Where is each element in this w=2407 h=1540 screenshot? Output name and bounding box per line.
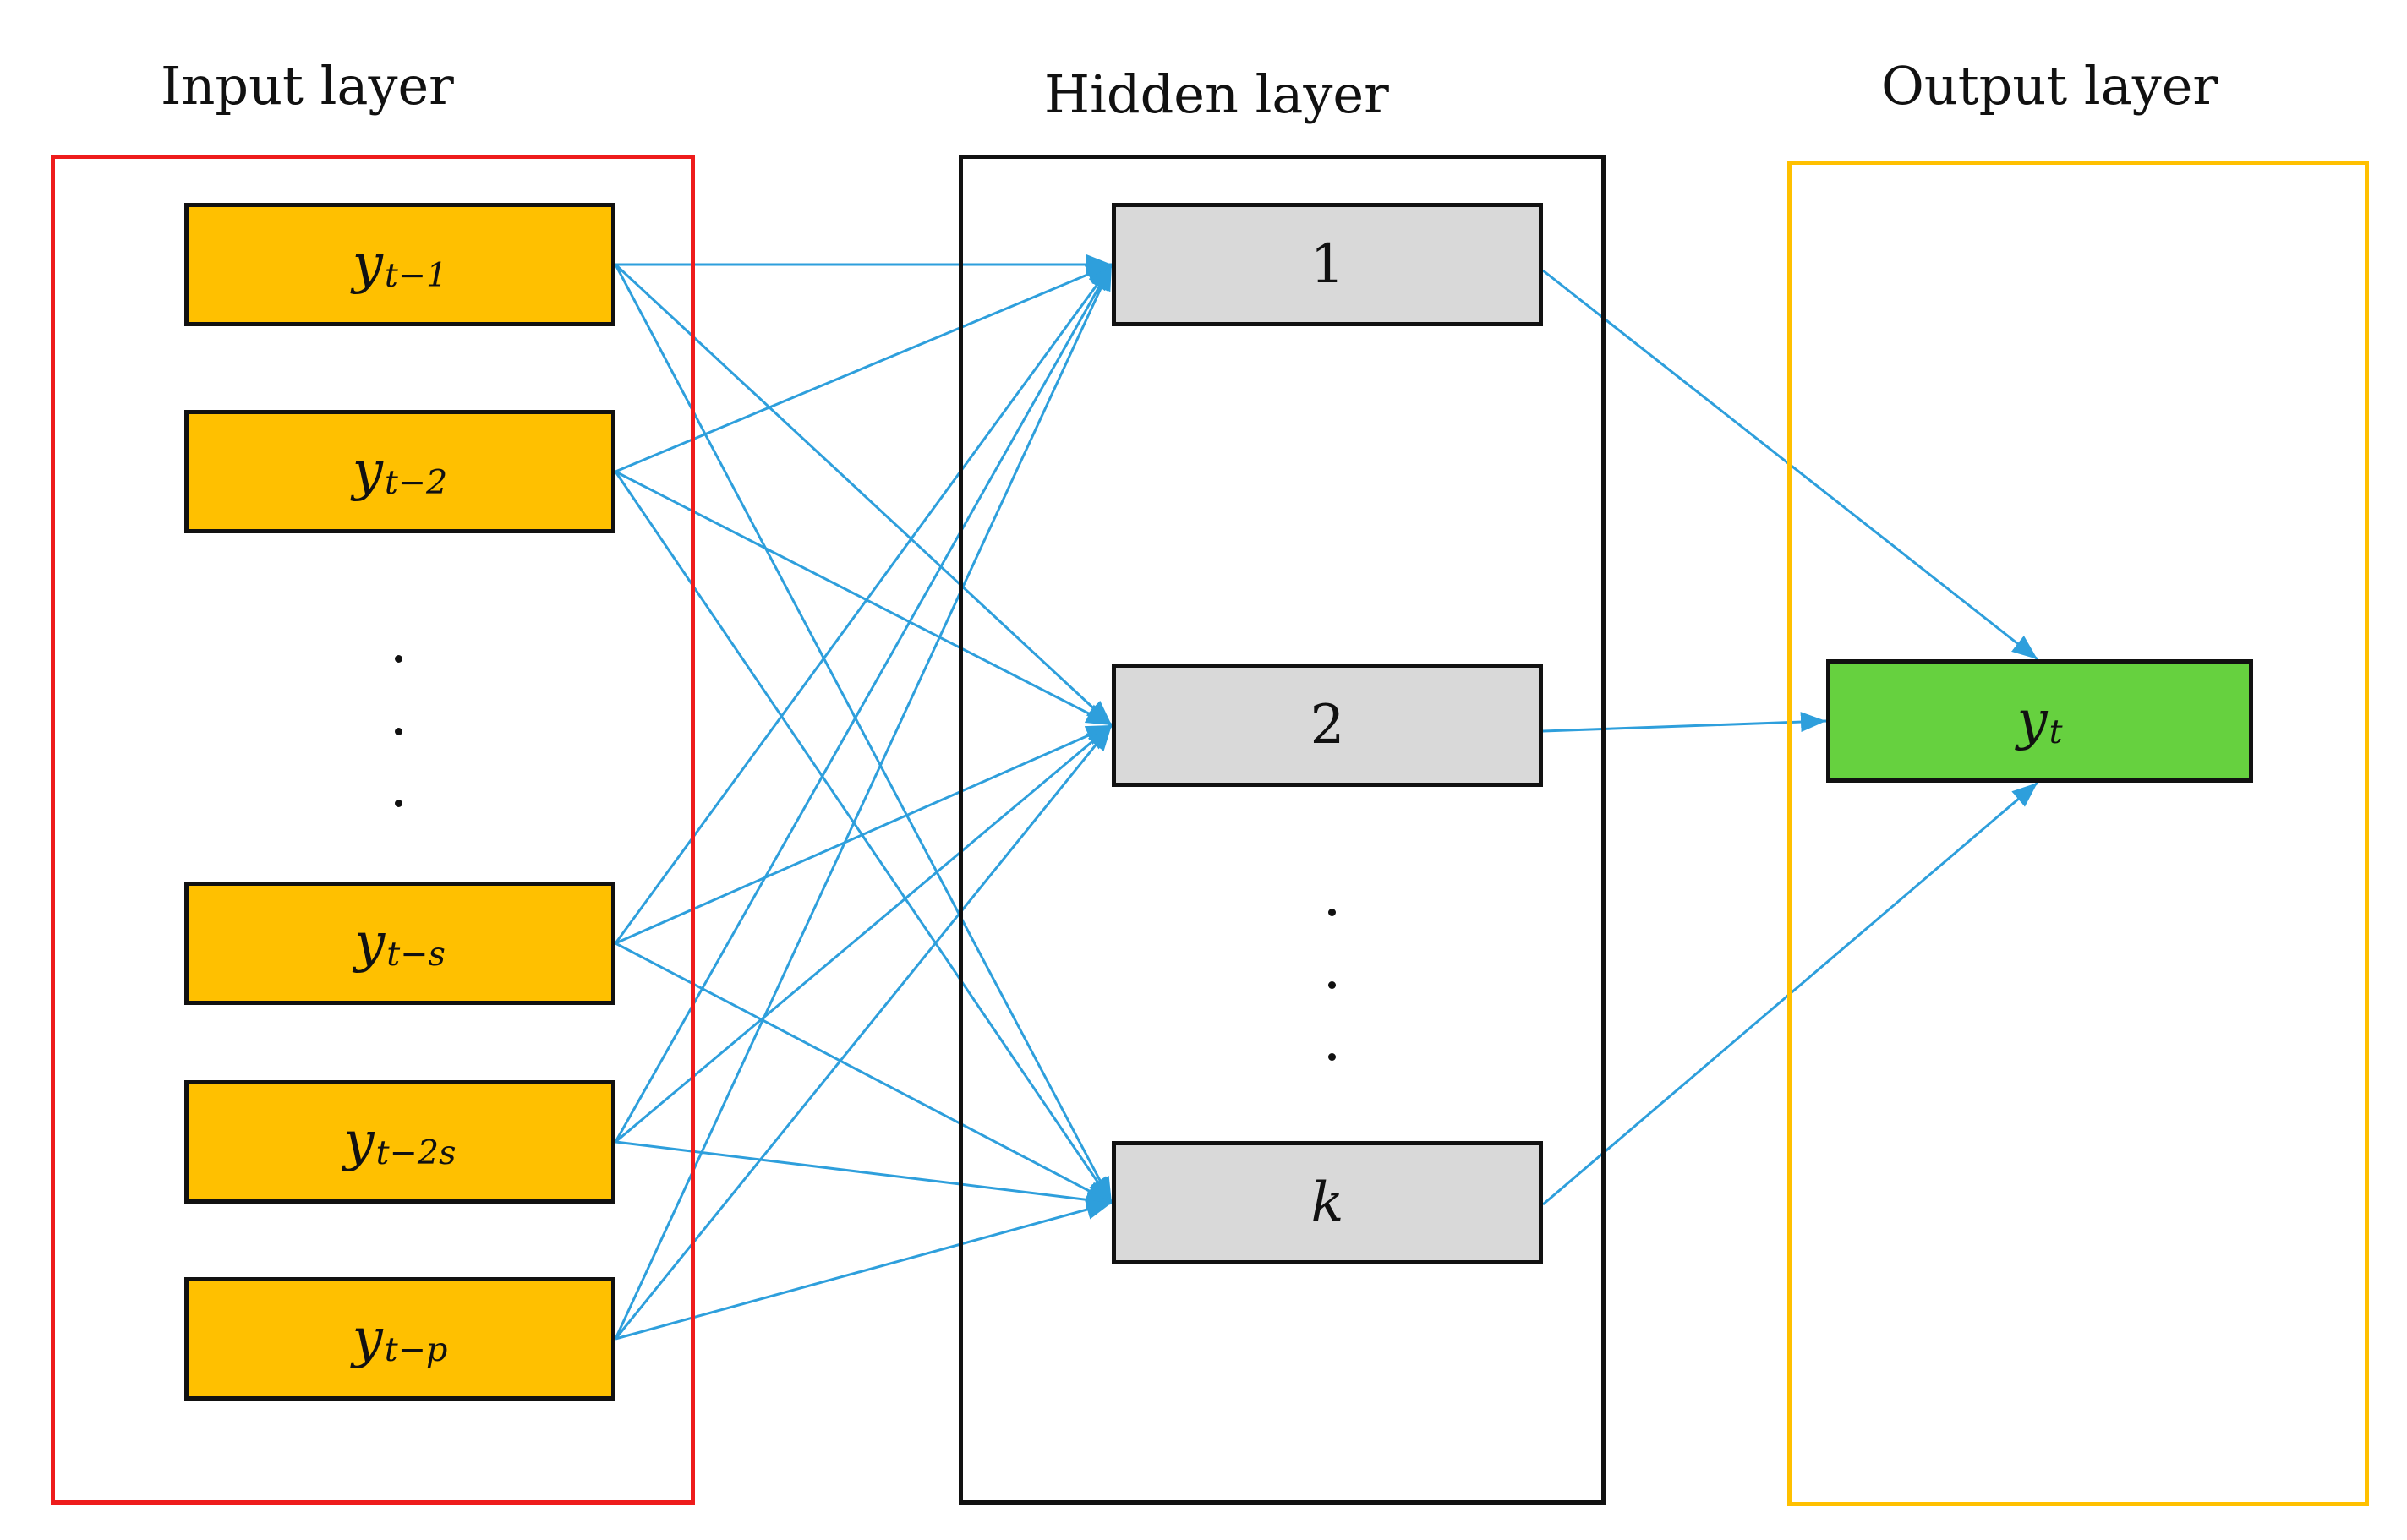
hidden-layer-frame: [959, 155, 1606, 1505]
edge-input-0-to-hidden-2: [614, 264, 1113, 1204]
output-layer-title: Output layer: [1881, 55, 2218, 117]
input-ellipsis: [386, 655, 411, 807]
edge-input-0-to-hidden-1: [614, 263, 1113, 727]
edge-input-1-to-hidden-2: [614, 471, 1113, 1204]
input-node-base: y: [343, 1111, 375, 1173]
edge-input-3-to-hidden-0: [614, 264, 1113, 1143]
ellipsis-dot: [394, 655, 402, 663]
ellipsis-dot: [1327, 1053, 1336, 1061]
input-layer-frame: [51, 155, 695, 1505]
ellipsis-dot: [394, 800, 402, 807]
input-node-base: y: [352, 440, 383, 503]
output-node-subscript: t: [2049, 712, 2063, 751]
output-node-base: y: [2016, 690, 2048, 752]
hidden-node-label: 1: [1310, 233, 1345, 296]
input-node-subscript: t−s: [386, 934, 446, 974]
input-node-base: y: [354, 912, 386, 975]
edge-hidden-1-to-output: [1542, 712, 1827, 733]
hidden-layer-title: Hidden layer: [1044, 63, 1389, 125]
input-node-subscript: t−1: [384, 255, 448, 295]
ellipsis-dot: [1327, 909, 1336, 916]
ellipsis-dot: [394, 727, 402, 735]
hidden-node-k: k: [1112, 1141, 1543, 1264]
edge-input-4-to-hidden-0: [614, 264, 1113, 1340]
input-layer-title: Input layer: [161, 55, 454, 117]
ellipsis-dot: [1327, 980, 1336, 989]
hidden-node-label: 2: [1310, 694, 1345, 756]
hidden-node-2: 2: [1112, 664, 1543, 787]
edge-input-4-to-hidden-2: [615, 1199, 1113, 1341]
input-node-base: y: [352, 1308, 383, 1370]
edge-input-2-to-hidden-0: [614, 264, 1113, 944]
hidden-node-label: k: [1310, 1171, 1344, 1234]
input-node-subscript: t−p: [384, 1330, 448, 1369]
hidden-node-1: 1: [1112, 203, 1543, 326]
edge-input-2-to-hidden-1: [615, 724, 1113, 945]
input-node-subscript: t−2s: [375, 1133, 457, 1172]
edge-input-1-to-hidden-0: [615, 263, 1113, 473]
edge-input-3-to-hidden-1: [615, 724, 1113, 1144]
edge-input-2-to-hidden-2: [615, 942, 1113, 1204]
edge-input-3-to-hidden-2: [615, 1140, 1113, 1210]
input-node-base: y: [352, 233, 383, 296]
edge-input-4-to-hidden-1: [614, 724, 1113, 1340]
hidden-ellipsis: [1319, 909, 1344, 1061]
output-layer-frame: [1787, 161, 2369, 1506]
edge-input-1-to-hidden-1: [615, 470, 1113, 727]
input-node-subscript: t−2: [384, 462, 448, 502]
